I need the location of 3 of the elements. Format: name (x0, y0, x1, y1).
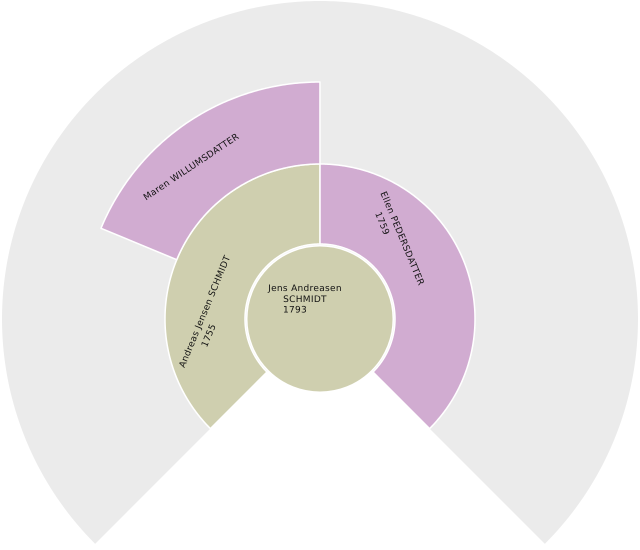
birth-year: 1759 (371, 210, 391, 238)
person-name: Jens Andreasen SCHMIDT (266, 284, 343, 306)
birth-year: 1793 (282, 306, 308, 316)
